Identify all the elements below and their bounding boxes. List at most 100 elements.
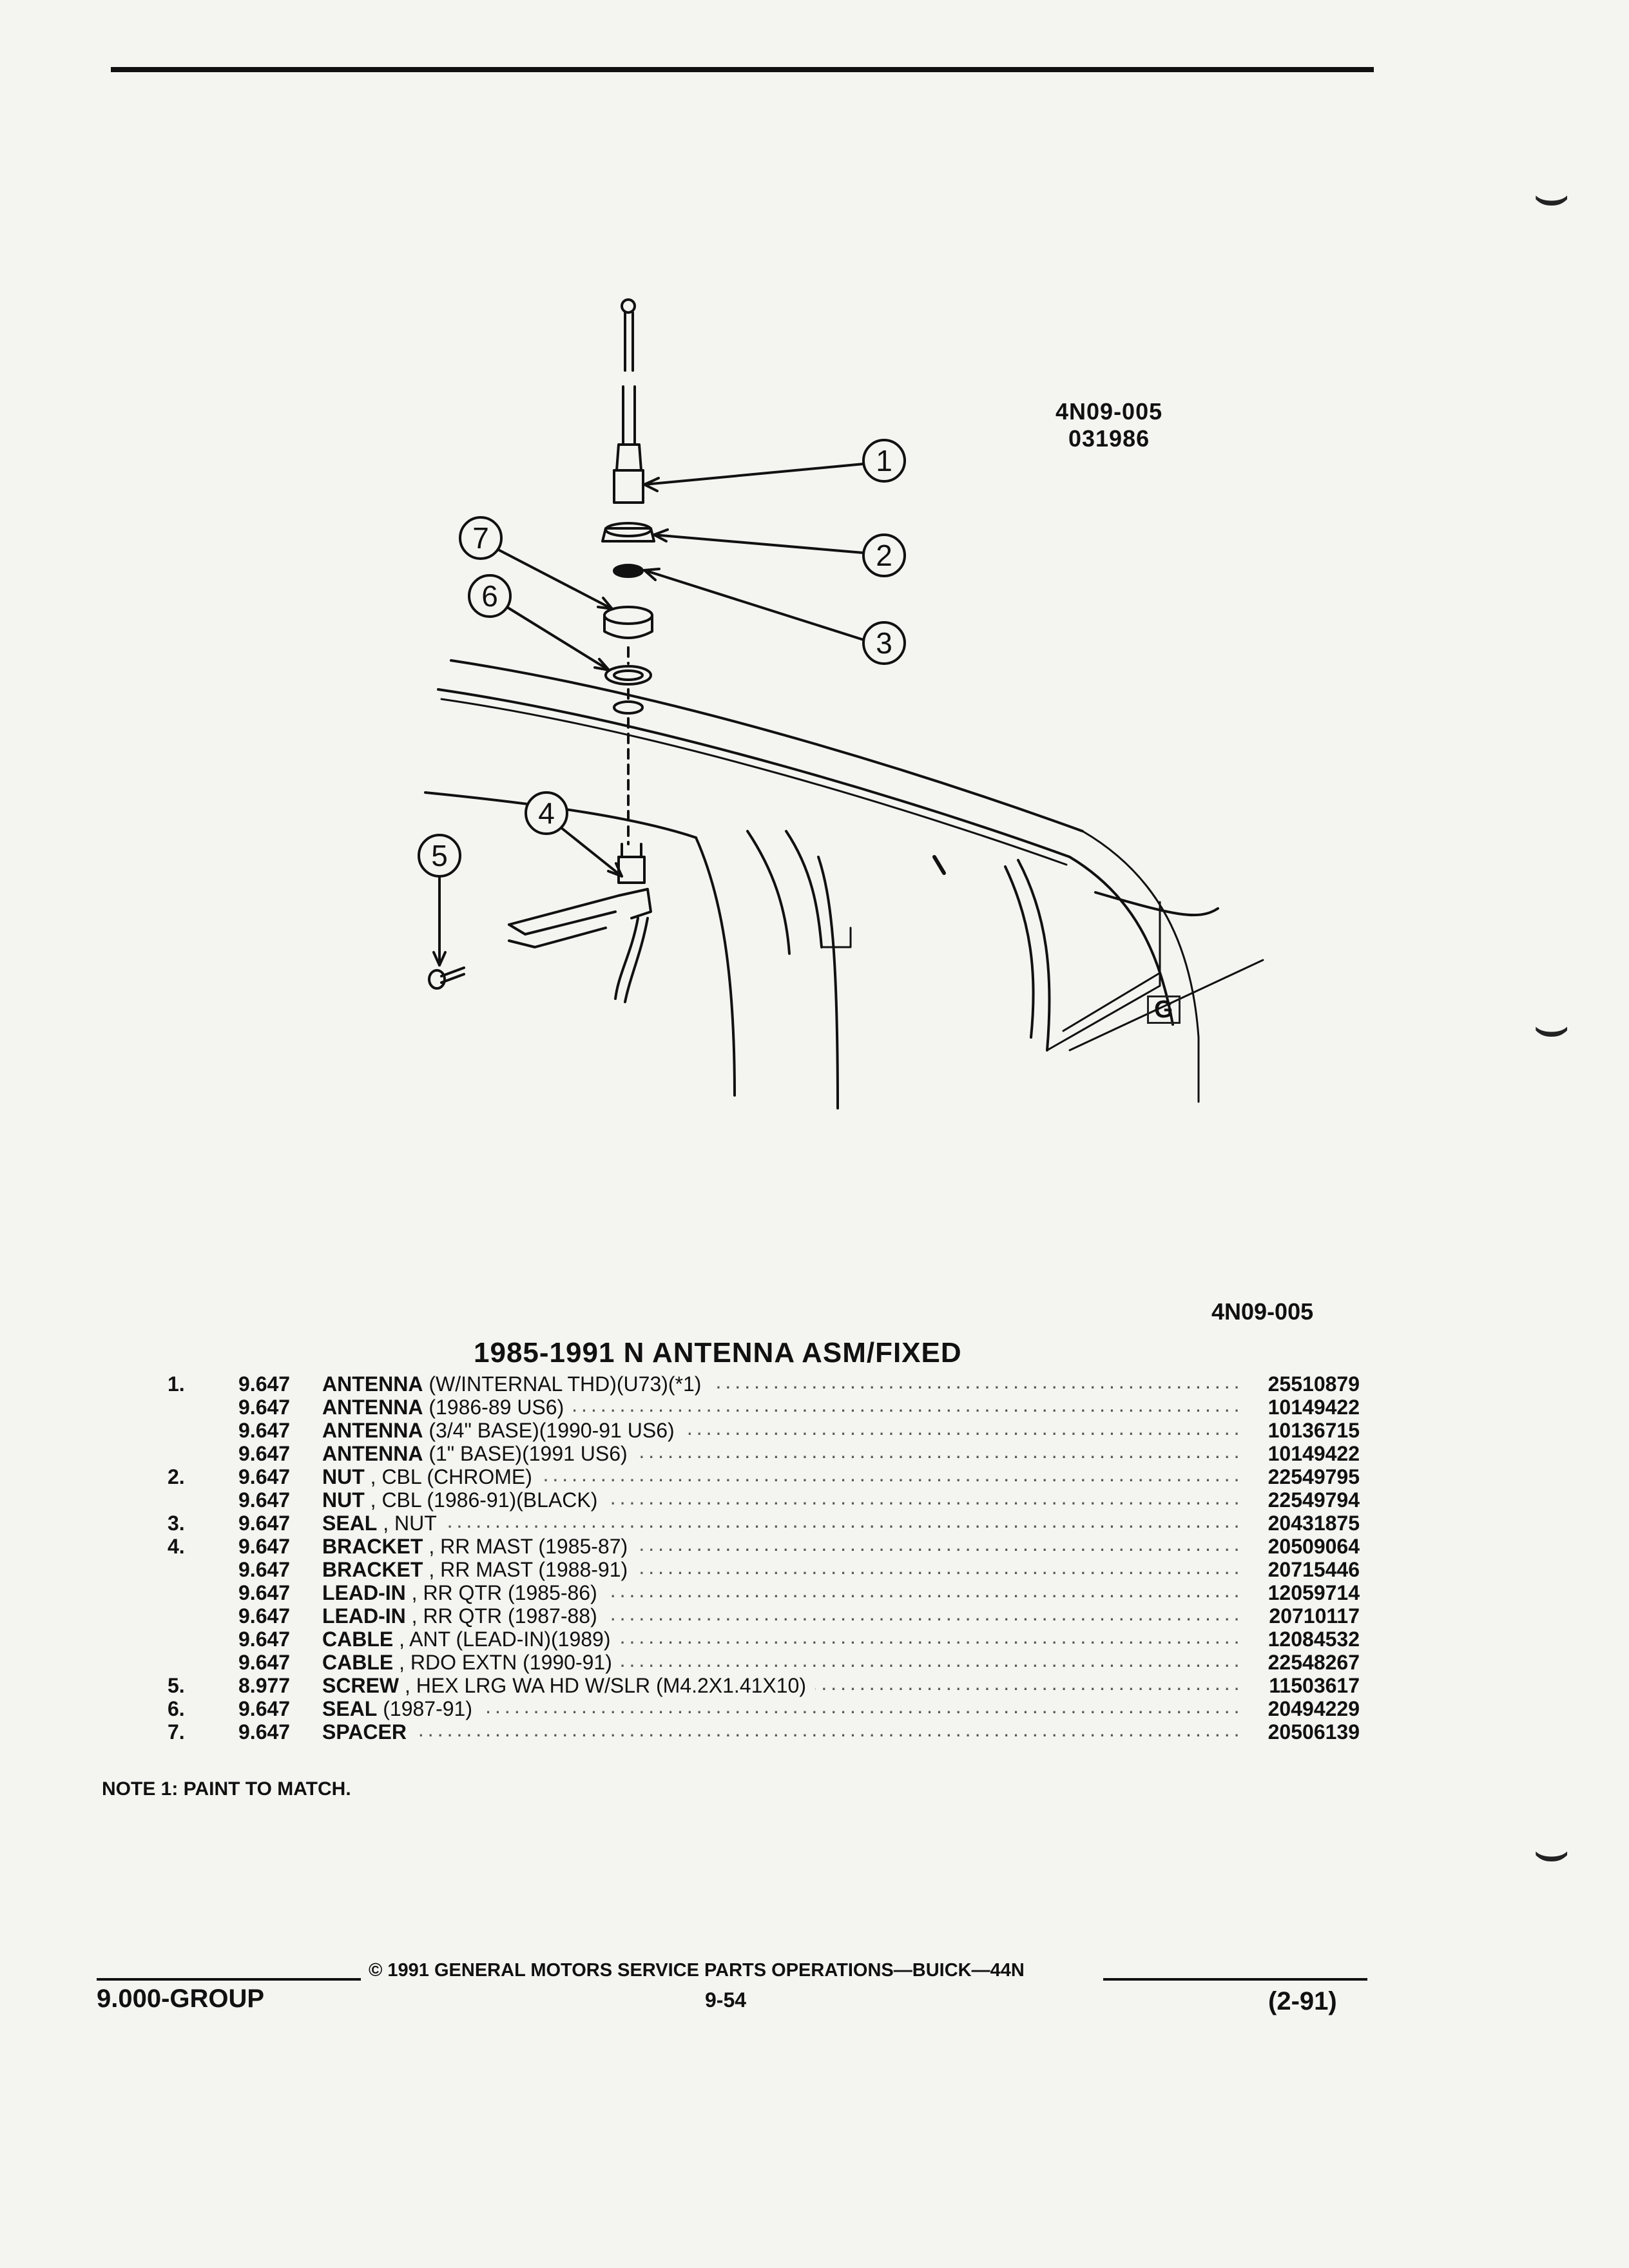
parts-row: 9.647...................................…	[168, 1393, 1360, 1419]
part-qualifier: (1987-91)	[377, 1697, 472, 1720]
footer-group: 9.000-GROUP	[97, 1984, 265, 2013]
footer-date: (2-91)	[1268, 1987, 1337, 2015]
item-number: 3.	[168, 1512, 185, 1535]
callout-1-circle	[862, 439, 906, 483]
part-qualifier: , RR QTR (1987-88)	[405, 1604, 597, 1628]
parts-row: 2.9.647.................................…	[168, 1463, 1360, 1488]
punch-hole-mark: ⌣	[1532, 1817, 1571, 1885]
part-number: 20431875	[1244, 1512, 1360, 1535]
parts-list-title: 1985-1991 N ANTENNA ASM/FIXED	[474, 1337, 962, 1369]
callout-3-circle	[862, 621, 906, 665]
part-description: LEAD-IN , RR QTR (1985-86)	[322, 1581, 606, 1604]
group-number: 9.647	[238, 1419, 291, 1442]
part-qualifier: , HEX LRG WA HD W/SLR (M4.2X1.41X10)	[399, 1674, 806, 1697]
part-description: CABLE , ANT (LEAD-IN)(1989)	[322, 1628, 620, 1651]
part-name: CABLE	[322, 1651, 394, 1674]
gm-logo: G	[1147, 995, 1181, 1024]
part-number: 10136715	[1244, 1419, 1360, 1442]
part-qualifier: (3/4" BASE)(1990-91 US6)	[423, 1419, 675, 1442]
part-qualifier: , RR QTR (1985-86)	[405, 1581, 597, 1604]
item-number: 7.	[168, 1720, 185, 1744]
part-qualifier: , RR MAST (1988-91)	[423, 1558, 628, 1581]
item-number: 5.	[168, 1674, 185, 1697]
part-description: BRACKET , RR MAST (1988-91)	[322, 1558, 637, 1581]
item-number: 1.	[168, 1372, 185, 1396]
parts-row: 9.647...................................…	[168, 1486, 1360, 1512]
footer-copyright: © 1991 GENERAL MOTORS SERVICE PARTS OPER…	[369, 1960, 1025, 1981]
parts-row: 5.8.977.................................…	[168, 1671, 1360, 1697]
parts-row: 9.647...................................…	[168, 1648, 1360, 1674]
parts-row: 7. 9.647.................................…	[168, 1718, 1360, 1744]
part-qualifier: (1" BASE)(1991 US6)	[423, 1442, 628, 1465]
reference-code: 4N09-005	[1211, 1298, 1314, 1325]
part-name: SPACER	[322, 1720, 407, 1744]
part-name: SCREW	[322, 1674, 400, 1697]
callout-2-circle	[862, 533, 906, 577]
parts-row: 9.647...................................…	[168, 1602, 1360, 1628]
figure-code-line1: 4N09-005	[1055, 398, 1163, 425]
parts-list: 1.9.647.................................…	[168, 1370, 1360, 1744]
part-name: ANTENNA	[322, 1419, 423, 1442]
callout-3-label: 3	[876, 626, 892, 660]
part-name: ANTENNA	[322, 1396, 423, 1419]
leader-dots: ........................................…	[322, 1509, 1257, 1532]
group-number: 8.977	[238, 1674, 291, 1697]
part-number: 22548267	[1244, 1651, 1360, 1674]
callout-5-label: 5	[431, 839, 448, 872]
part-qualifier: (1986-89 US6)	[423, 1396, 564, 1419]
part-number: 20494229	[1244, 1697, 1360, 1720]
part-description: SEAL (1987-91)	[322, 1697, 481, 1720]
footer-page-number: 9-54	[705, 1988, 747, 2012]
part-description: SPACER	[322, 1720, 416, 1744]
part-description: ANTENNA (1" BASE)(1991 US6)	[322, 1442, 637, 1465]
punch-hole-mark: ⌣	[1532, 992, 1571, 1060]
item-number: 2.	[168, 1465, 185, 1488]
item-number: 6.	[168, 1697, 185, 1720]
part-name: NUT	[322, 1465, 365, 1488]
part-number: 12059714	[1244, 1581, 1360, 1604]
footer-rule-left	[97, 1978, 361, 1981]
callout-1-label: 1	[876, 444, 892, 477]
part-number: 20710117	[1244, 1604, 1360, 1628]
part-description: CABLE , RDO EXTN (1990-91)	[322, 1651, 621, 1674]
part-name: NUT	[322, 1488, 365, 1512]
part-qualifier: , ANT (LEAD-IN)(1989)	[393, 1628, 611, 1651]
group-number: 9.647	[238, 1628, 291, 1651]
part-qualifier: , RDO EXTN (1990-91)	[393, 1651, 612, 1674]
callout-7-circle	[459, 516, 503, 560]
group-number: 9.647	[238, 1720, 291, 1744]
part-description: ANTENNA (W/INTERNAL THD)(U73)(*1)	[322, 1372, 711, 1396]
part-number: 10149422	[1244, 1396, 1360, 1419]
callout-2-label: 2	[876, 539, 892, 572]
leader-dots: ........................................…	[322, 1718, 1257, 1741]
parts-row: 9.647...................................…	[168, 1555, 1360, 1581]
part-number: 11503617	[1244, 1674, 1360, 1697]
part-number: 20715446	[1244, 1558, 1360, 1581]
part-description: SCREW , HEX LRG WA HD W/SLR (M4.2X1.41X1…	[322, 1674, 815, 1697]
callout-6-label: 6	[481, 579, 498, 613]
part-name: ANTENNA	[322, 1442, 423, 1465]
figure-code-line2: 031986	[1068, 425, 1150, 452]
parts-row: 9.647...................................…	[168, 1579, 1360, 1604]
parts-row: 4.9.647.................................…	[168, 1532, 1360, 1558]
top-rule	[111, 67, 1374, 72]
punch-hole-mark: ⌣	[1532, 161, 1571, 229]
part-name: BRACKET	[322, 1558, 423, 1581]
part-description: NUT , CBL (CHROME)	[322, 1465, 541, 1488]
callout-5-circle	[418, 834, 461, 878]
callout-4-label: 4	[538, 796, 555, 830]
figure-code: 4N09-005 031986	[1055, 398, 1162, 452]
part-number: 22549795	[1244, 1465, 1360, 1488]
note: NOTE 1: PAINT TO MATCH.	[102, 1778, 351, 1800]
part-description: BRACKET , RR MAST (1985-87)	[322, 1535, 637, 1558]
item-number: 4.	[168, 1535, 185, 1558]
part-name: BRACKET	[322, 1535, 423, 1558]
group-number: 9.647	[238, 1581, 291, 1604]
part-description: NUT , CBL (1986-91)(BLACK)	[322, 1488, 607, 1512]
part-number: 25510879	[1244, 1372, 1360, 1396]
group-number: 9.647	[238, 1558, 291, 1581]
group-number: 9.647	[238, 1396, 291, 1419]
parts-row: 9.647...................................…	[168, 1625, 1360, 1651]
group-number: 9.647	[238, 1604, 291, 1628]
part-number: 22549794	[1244, 1488, 1360, 1512]
